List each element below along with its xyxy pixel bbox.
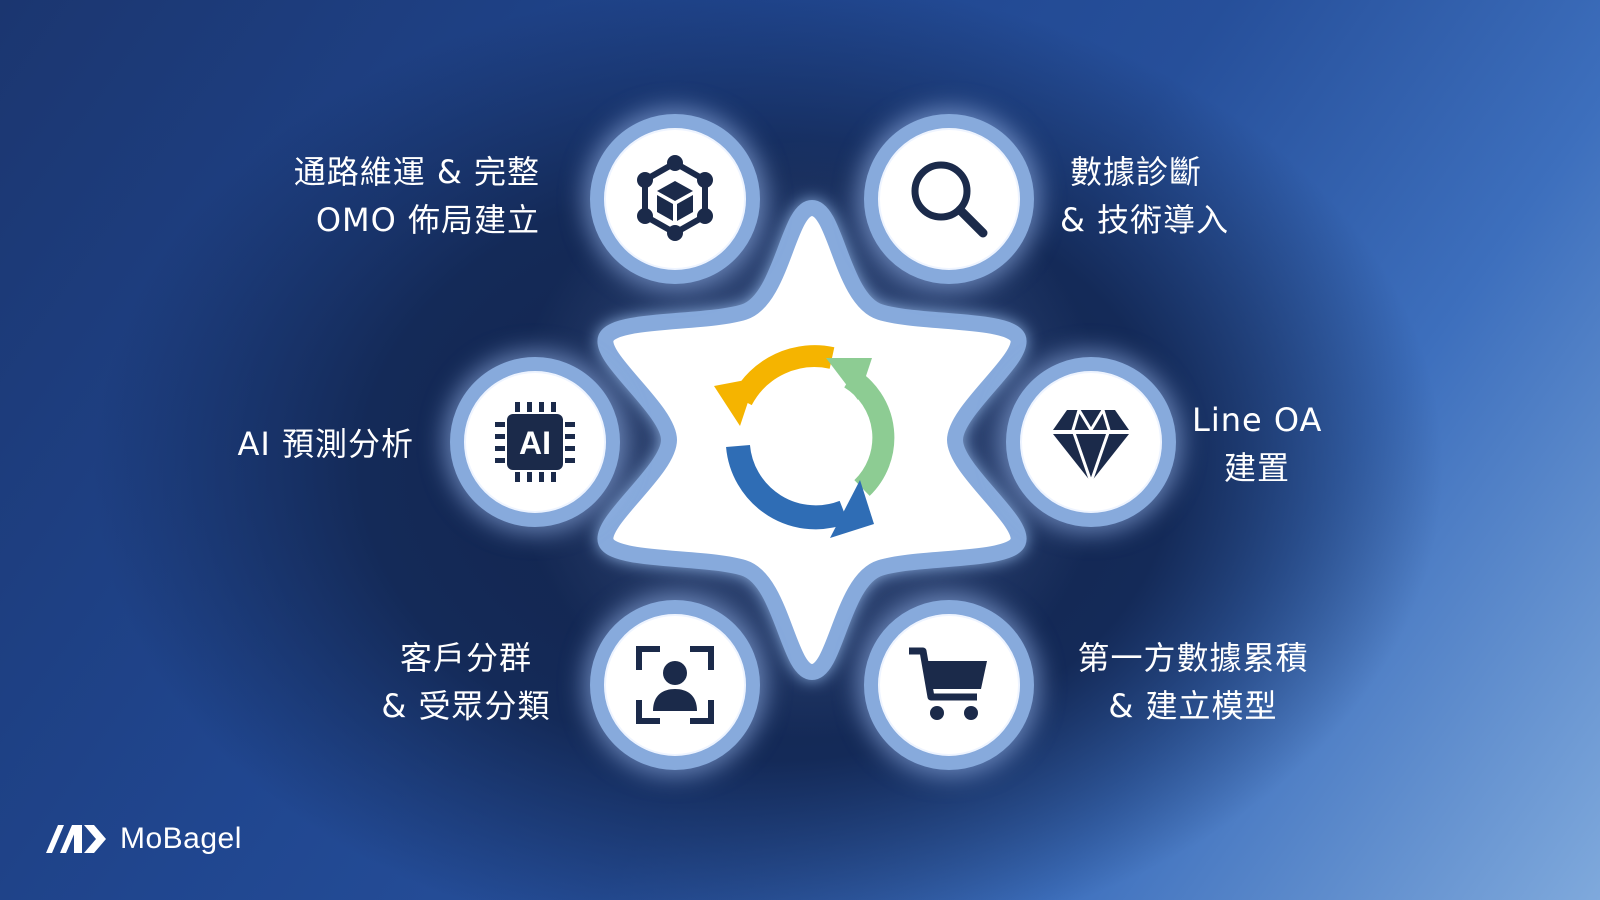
label-line: & 技術導入 (1060, 201, 1230, 239)
label-line: & 受眾分類 (381, 687, 551, 725)
label-segment: 客戶分群 & 受眾分類 (376, 634, 556, 730)
cycle-arrows-icon (714, 345, 895, 538)
node-data (864, 114, 1034, 284)
label-line: 第一方數據累積 (1077, 639, 1309, 677)
node-firstparty (864, 600, 1034, 770)
label-omo: 通路維運 & 完整 OMO 佈局建立 (270, 148, 540, 244)
shopping-cart-icon (909, 647, 987, 720)
label-line: Line OA (1192, 401, 1323, 439)
label-line: & 建立模型 (1108, 687, 1278, 725)
node-omo (590, 114, 760, 284)
diamond-icon (1053, 409, 1129, 483)
brand-logo: MoBagel (46, 822, 242, 856)
label-line: AI 預測分析 (237, 425, 414, 463)
mobagel-logo-icon (46, 825, 106, 853)
ai-chip-icon: AI (495, 402, 575, 482)
label-line: OMO 佈局建立 (315, 201, 540, 239)
label-line: 數據診斷 (1070, 153, 1203, 191)
chip-text: AI (519, 425, 551, 461)
label-firstparty: 第一方數據累積 & 建立模型 (1068, 634, 1318, 730)
brand-name: MoBagel (120, 822, 242, 855)
label-data: 數據診斷 & 技術導入 (1060, 148, 1229, 244)
node-segment (590, 600, 760, 770)
user-scan-icon (636, 646, 714, 724)
node-ai: AI (450, 357, 620, 527)
network-cube-icon (637, 155, 713, 241)
node-line (1006, 357, 1176, 527)
label-line: 建置 (1223, 449, 1290, 487)
label-line: 客戶分群 (399, 639, 532, 677)
label-line: 通路維運 & 完整 (293, 153, 540, 191)
magnifier-icon (911, 161, 988, 238)
label-ai: AI 預測分析 (200, 420, 414, 468)
label-line: Line OA 建置 (1192, 396, 1322, 492)
